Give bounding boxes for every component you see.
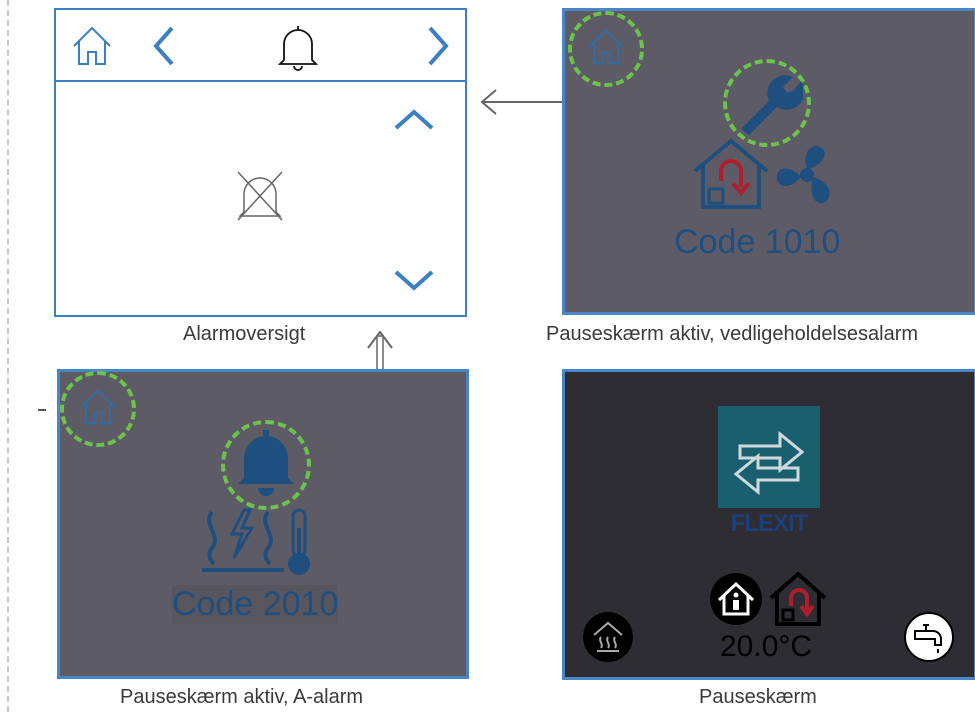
bell-highlight xyxy=(221,420,311,510)
brand-name: FLEXIT xyxy=(730,510,809,537)
divider-line xyxy=(7,0,9,712)
alarm-overview-caption: Alarmoversigt xyxy=(183,323,306,345)
home-highlight xyxy=(568,11,644,87)
bell-off-icon xyxy=(237,171,283,221)
tap-icon[interactable] xyxy=(903,611,955,663)
home-icon[interactable] xyxy=(584,25,628,69)
a-alarm-code: Code 2010 xyxy=(172,585,339,624)
house-return-icon xyxy=(693,138,769,209)
wrench-highlight xyxy=(723,59,811,147)
screensaver-caption: Pauseskærm xyxy=(699,686,817,708)
home-icon[interactable] xyxy=(76,385,120,429)
screensaver-screen: FLEXIT 20.0°C xyxy=(562,369,975,680)
heating-icon[interactable] xyxy=(582,611,634,663)
home-icon[interactable] xyxy=(68,22,116,70)
house-info-icon xyxy=(710,573,762,625)
temperature-readout: 20.0°C xyxy=(720,630,813,663)
chevron-up-icon[interactable] xyxy=(392,106,436,132)
flexit-logo xyxy=(718,406,820,508)
chevron-left-icon[interactable] xyxy=(148,24,178,68)
bell-icon xyxy=(238,430,294,496)
wrench-icon xyxy=(741,75,803,135)
marker-tick xyxy=(38,409,46,411)
maintenance-code: Code 1010 xyxy=(674,223,841,261)
chevron-right-icon[interactable] xyxy=(424,24,454,68)
heater-icon xyxy=(202,508,284,572)
fan-icon xyxy=(776,145,830,204)
thermometer-icon xyxy=(288,508,310,575)
maintenance-screen: Code 1010 xyxy=(562,8,975,315)
chevron-down-icon[interactable] xyxy=(392,268,436,294)
home-highlight xyxy=(60,371,136,447)
alarm-overview-panel xyxy=(54,8,467,317)
a-alarm-caption: Pauseskærm aktiv, A-alarm xyxy=(120,686,364,708)
house-return-icon xyxy=(769,571,827,626)
alarm-header xyxy=(56,10,465,82)
a-alarm-screen: Code 2010 xyxy=(57,369,469,679)
bell-icon xyxy=(277,26,319,71)
maintenance-caption: Pauseskærm aktiv, vedligeholdelsesalarm xyxy=(546,323,919,345)
